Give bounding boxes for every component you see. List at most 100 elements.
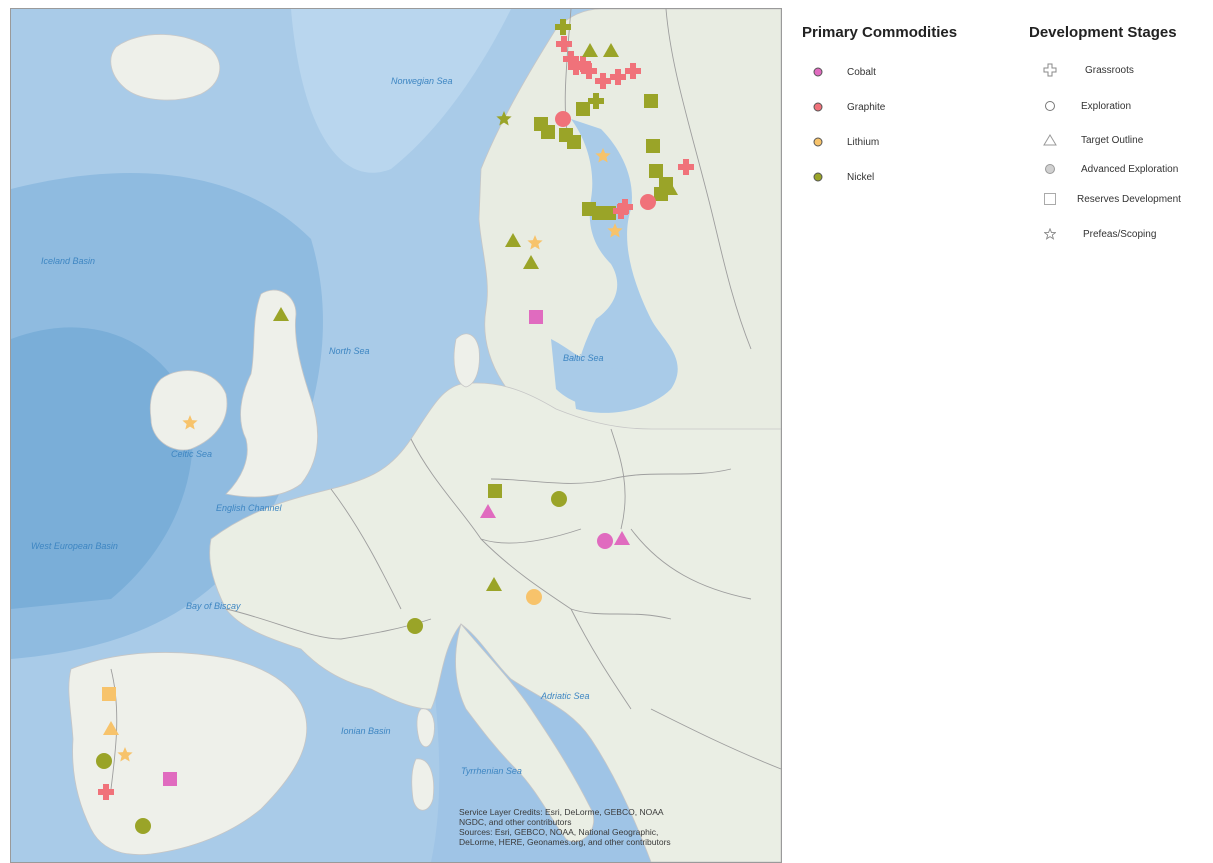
land-iceland [110, 34, 220, 101]
legend-stages-title: Development Stages [1029, 24, 1177, 41]
site-marker-nickel[interactable] [576, 102, 590, 116]
legend-item-graphite: Graphite [847, 102, 886, 113]
site-marker-graphite[interactable] [595, 73, 611, 89]
credits-line: NGDC, and other contributors [459, 817, 572, 827]
sea-label-north-sea: North Sea [329, 346, 370, 356]
site-marker-nickel[interactable] [273, 307, 289, 321]
triangle-icon [1043, 134, 1057, 146]
site-marker-nickel[interactable] [567, 135, 581, 149]
site-marker-nickel[interactable] [96, 753, 112, 769]
site-markers [96, 19, 694, 834]
site-marker-lithium[interactable] [117, 747, 133, 762]
site-marker-graphite[interactable] [640, 194, 656, 210]
land-corsica [416, 708, 435, 748]
gulf-of-bothnia [571, 119, 678, 413]
site-marker-nickel[interactable] [541, 125, 555, 139]
site-marker-cobalt[interactable] [614, 531, 630, 545]
site-marker-graphite[interactable] [617, 199, 633, 215]
site-marker-lithium[interactable] [527, 235, 543, 250]
legend-item-grassroots: Grassroots [1085, 65, 1134, 76]
land-denmark [453, 333, 480, 388]
site-marker-nickel[interactable] [496, 111, 512, 126]
legend-item-nickel: Nickel [847, 172, 875, 183]
site-marker-nickel[interactable] [555, 19, 571, 35]
credits-line: DeLorme, HERE, Geonames.org, and other c… [459, 837, 671, 847]
site-marker-nickel[interactable] [551, 491, 567, 507]
sea-label-baltic-sea: Baltic Sea [563, 353, 604, 363]
map-credits: Service Layer Credits: Esri, DeLorme, GE… [459, 807, 779, 847]
site-marker-graphite[interactable] [98, 784, 114, 800]
sea-label-tyrrhenian-sea: Tyrrhenian Sea [461, 766, 522, 776]
legend-item-target-outline: Target Outline [1081, 135, 1144, 146]
credits-line: Sources: Esri, GEBCO, NOAA, National Geo… [459, 827, 659, 837]
site-marker-nickel[interactable] [582, 43, 598, 57]
cross-icon [1043, 63, 1057, 77]
site-marker-nickel[interactable] [505, 233, 521, 247]
graphite-swatch-icon [813, 102, 823, 112]
site-marker-lithium[interactable] [102, 687, 116, 701]
legend-item-lithium: Lithium [847, 137, 880, 148]
sea-label-ionian-basin: Ionian Basin [341, 726, 391, 736]
site-marker-nickel[interactable] [662, 181, 678, 195]
legend-item-cobalt: Cobalt [847, 67, 876, 78]
site-marker-lithium[interactable] [607, 223, 623, 238]
site-marker-cobalt[interactable] [163, 772, 177, 786]
legend-item-advanced-exploration: Advanced Exploration [1081, 164, 1179, 175]
land-sardinia [411, 758, 435, 811]
site-marker-nickel[interactable] [523, 255, 539, 269]
site-marker-cobalt[interactable] [529, 310, 543, 324]
country-borders [110, 9, 781, 790]
sea-label-adriatic-sea: Adriatic Sea [540, 691, 590, 701]
square-icon [1044, 193, 1056, 205]
star-icon [1044, 228, 1056, 240]
sea-label-celtic-sea: Celtic Sea [171, 449, 212, 459]
sea-label-bay-of-biscay: Bay of Biscay [186, 601, 241, 611]
credits-line: Service Layer Credits: Esri, DeLorme, GE… [459, 807, 664, 817]
land-italy [455, 623, 595, 842]
site-marker-nickel[interactable] [646, 139, 660, 153]
sea-label-west-european-basin: West European Basin [31, 541, 118, 551]
site-marker-nickel[interactable] [603, 43, 619, 57]
site-marker-lithium[interactable] [103, 721, 119, 735]
site-marker-nickel[interactable] [488, 484, 502, 498]
site-marker-lithium[interactable] [595, 148, 611, 163]
site-marker-graphite[interactable] [625, 63, 641, 79]
land-great-britain [225, 289, 318, 498]
site-marker-graphite[interactable] [678, 159, 694, 175]
map-view[interactable]: North Sea Baltic Sea Celtic Sea English … [10, 8, 782, 863]
site-marker-lithium[interactable] [182, 415, 198, 430]
site-marker-nickel[interactable] [644, 94, 658, 108]
sea-label-english-channel: English Channel [216, 503, 283, 513]
site-marker-lithium[interactable] [526, 589, 542, 605]
site-marker-graphite[interactable] [555, 111, 571, 127]
site-marker-graphite[interactable] [556, 36, 572, 52]
legend-commodities-title: Primary Commodities [802, 24, 958, 41]
site-marker-nickel[interactable] [486, 577, 502, 591]
sea-label-iceland-basin: Iceland Basin [41, 256, 95, 266]
site-marker-graphite[interactable] [610, 69, 626, 85]
site-marker-graphite[interactable] [581, 63, 597, 79]
land-continental-europe [209, 382, 781, 862]
site-marker-graphite[interactable] [613, 203, 629, 219]
site-marker-nickel[interactable] [654, 187, 668, 201]
abyssal-plain [11, 327, 193, 609]
site-marker-nickel[interactable] [602, 206, 616, 220]
land-ireland [149, 370, 228, 451]
land-iberia [68, 652, 308, 855]
site-marker-nickel[interactable] [407, 618, 423, 634]
circle-icon [1045, 101, 1055, 111]
legend-item-exploration: Exploration [1081, 101, 1132, 112]
baltic-sea [551, 339, 642, 409]
site-marker-nickel[interactable] [588, 93, 604, 109]
site-marker-cobalt[interactable] [597, 533, 613, 549]
site-marker-graphite[interactable] [575, 56, 591, 72]
site-marker-cobalt[interactable] [480, 504, 496, 518]
legend-item-reserves-development: Reserves Development [1077, 194, 1181, 205]
site-marker-nickel[interactable] [135, 818, 151, 834]
filled-circle-icon [1045, 164, 1055, 174]
nickel-swatch-icon [813, 172, 823, 182]
sea-label-norwegian-sea: Norwegian Sea [391, 76, 453, 86]
site-marker-graphite[interactable] [563, 51, 579, 67]
site-marker-nickel[interactable] [649, 164, 663, 178]
basemap: North Sea Baltic Sea Celtic Sea English … [11, 9, 781, 862]
